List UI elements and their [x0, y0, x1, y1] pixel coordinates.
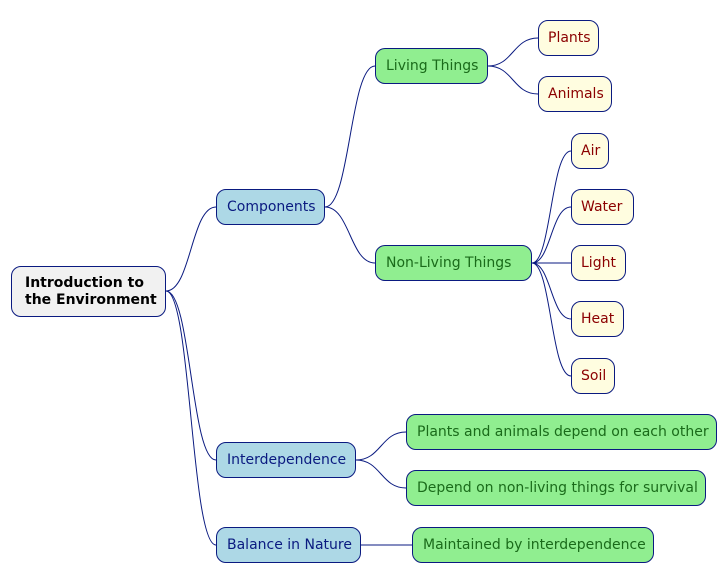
root-line-1: Introduction to [25, 274, 144, 291]
node-nonliving-label: Non-Living Things [386, 254, 512, 271]
leaf-soil-label: Soil [581, 367, 607, 384]
edge-nonliving-soil [531, 262, 572, 377]
edge-components-living [324, 65, 376, 208]
leaf-animals[interactable]: Animals [538, 76, 612, 112]
leaf-plants-animals-depend[interactable]: Plants and animals depend on each other [406, 414, 717, 450]
edge-living-animals [487, 65, 539, 95]
leaf-heat-label: Heat [581, 310, 615, 327]
edge-root-components [165, 206, 217, 292]
edge-nonliving-water [531, 206, 572, 264]
node-non-living-things[interactable]: Non-Living Things [375, 245, 532, 281]
edge-interdependence-1 [355, 431, 407, 461]
leaf-water-label: Water [581, 198, 623, 215]
leaf-light-label: Light [581, 254, 616, 271]
leaf-interdep-2-label: Depend on non-living things for survival [417, 479, 698, 496]
edge-nonliving-heat [531, 262, 572, 320]
node-components-label: Components [227, 198, 316, 215]
leaf-maintained-by-interdependence[interactable]: Maintained by interdependence [412, 527, 654, 563]
leaf-depend-non-living[interactable]: Depend on non-living things for survival [406, 470, 706, 506]
node-components[interactable]: Components [216, 189, 325, 225]
leaf-plants[interactable]: Plants [538, 20, 599, 56]
leaf-balance-1-label: Maintained by interdependence [423, 536, 646, 553]
node-interdependence[interactable]: Interdependence [216, 442, 356, 478]
leaf-air-label: Air [581, 142, 601, 159]
leaf-air[interactable]: Air [571, 133, 609, 169]
node-balance-in-nature[interactable]: Balance in Nature [216, 527, 361, 563]
edge-nonliving-air [531, 150, 572, 264]
leaf-water[interactable]: Water [571, 189, 634, 225]
edge-root-interdependence [165, 290, 217, 461]
leaf-plants-label: Plants [548, 29, 591, 46]
node-interdependence-label: Interdependence [227, 451, 347, 468]
edge-living-plants [487, 37, 539, 67]
leaf-soil[interactable]: Soil [571, 358, 615, 394]
edge-root-balance [165, 290, 217, 546]
leaf-interdep-1-label: Plants and animals depend on each other [417, 423, 709, 440]
root-line-2: the Environment [25, 291, 157, 308]
node-living-label: Living Things [386, 57, 479, 74]
node-balance-label: Balance in Nature [227, 536, 352, 553]
edge-interdependence-2 [355, 459, 407, 489]
leaf-light[interactable]: Light [571, 245, 626, 281]
node-living-things[interactable]: Living Things [375, 48, 488, 84]
root-node[interactable]: Introduction to the Environment [11, 266, 166, 317]
leaf-animals-label: Animals [548, 85, 604, 102]
leaf-heat[interactable]: Heat [571, 301, 624, 337]
edge-components-nonliving [324, 206, 376, 264]
